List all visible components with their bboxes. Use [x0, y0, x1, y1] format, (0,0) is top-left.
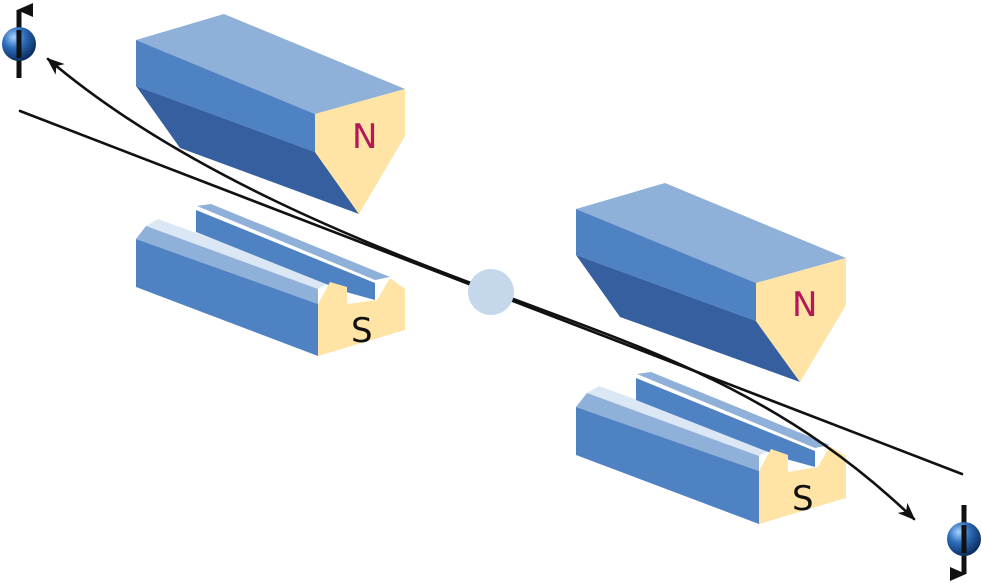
north-magnet-upper-side	[136, 40, 315, 152]
north-magnet-top-face	[136, 14, 405, 114]
north-pole-face	[315, 89, 405, 214]
north-pole-face-right	[756, 258, 846, 382]
spin-down-particle	[947, 505, 981, 581]
south-magnet-front-side	[136, 239, 318, 356]
north-pole-label-right: N	[792, 285, 817, 325]
downward-deflected-trajectory	[490, 289, 916, 521]
south-magnet-top-left-face	[136, 226, 318, 304]
south-magnet-channel-top	[197, 204, 390, 280]
north-magnet-lower-side-right	[576, 255, 800, 382]
south-pole-magnet-left: S	[136, 204, 405, 356]
south-magnet-channel-back-right	[636, 378, 815, 467]
south-pole-face-right	[759, 446, 846, 524]
south-pole-label: S	[351, 311, 373, 351]
south-pole-label-right: S	[792, 479, 814, 519]
south-magnet-top-left-ridge	[146, 219, 330, 289]
north-magnet-top-face-right	[576, 183, 846, 283]
north-pole-magnet-right: N	[576, 183, 846, 382]
south-magnet-channel-back	[196, 210, 375, 300]
magnet-pair-right: N S	[576, 183, 846, 524]
spin-up-particle	[2, 3, 36, 78]
north-magnet-upper-side-right	[576, 209, 756, 321]
north-pole-label: N	[352, 117, 377, 157]
source-particle	[468, 269, 514, 315]
upward-deflected-trajectory	[46, 57, 494, 293]
south-pole-magnet-right: S	[576, 372, 846, 524]
north-magnet-lower-side	[136, 86, 359, 214]
south-magnet-top-left-face-right	[576, 393, 759, 471]
south-magnet-front-side-right	[576, 407, 759, 524]
south-magnet-channel-top-right	[637, 372, 830, 448]
south-pole-face	[318, 278, 405, 356]
south-magnet-top-left-ridge-right	[587, 386, 771, 456]
magnet-pair-left: N S	[136, 14, 405, 356]
north-pole-magnet-left: N	[136, 14, 405, 214]
